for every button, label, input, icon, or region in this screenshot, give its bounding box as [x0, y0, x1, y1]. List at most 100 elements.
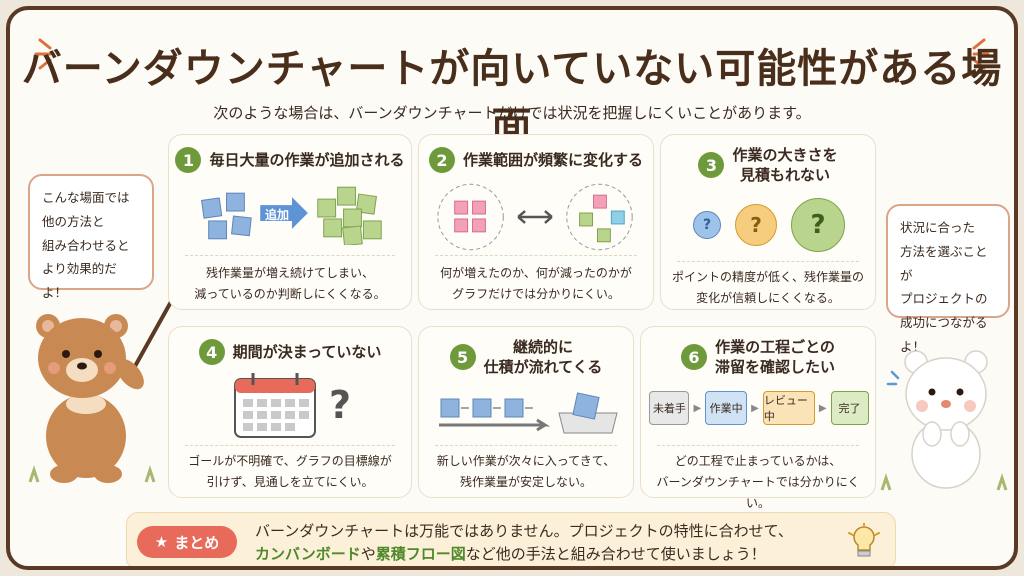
star-icon: ★ [154, 533, 169, 551]
card-title: 継続的に 仕積が流れてくる [484, 337, 603, 378]
card-header: 1 毎日大量の作業が追加される [169, 147, 411, 173]
card-title: 作業範囲が頻繁に変化する [462, 150, 643, 169]
card-number: 2 [428, 147, 455, 173]
summary-line-1: バーンダウンチャートは万能ではありません。プロジェクトの特性に合わせて、 [255, 522, 793, 540]
card-header: 4 期間が決まっていない [169, 339, 411, 365]
tasks-added-illustration [201, 186, 382, 245]
scope-change-illustration [437, 183, 633, 251]
speech-bubble-left: こんな場面では 他の方法と 組み合わせると より効果的だよ！ [28, 174, 154, 300]
desc-line: 新しい作業が次々に入ってきて、 [436, 454, 616, 468]
summary-connector: や [360, 545, 376, 564]
card-5: 5 継続的に 仕積が流れてくる 新しい作業が次々に入ってきて、 残作業量が安定し… [418, 326, 634, 498]
stage-not-started: 未着手 [649, 391, 690, 425]
card-header: 3 作業の大きさを 見積もれない [661, 145, 875, 186]
lightbulb-icon [848, 523, 880, 557]
title-line: 滞留を確認したい [714, 358, 835, 377]
bubble-left-line: 他の方法と [42, 213, 105, 229]
card-header: 5 継続的に 仕積が流れてくる [419, 337, 633, 378]
card-description: 何が増えたのか、何が減ったのかが グラフだけでは分かりにくい。 [425, 263, 647, 305]
desc-line: 何が増えたのか、何が減ったのかが [440, 266, 632, 280]
card-description: 残作業量が増え続けてしまい、 減っているのか判断しにくくなる。 [175, 263, 405, 305]
summary-tail: など他の手法と組み合わせて使いましょう！ [465, 545, 766, 564]
desc-line: バーンダウンチャートでは分かりにくい。 [656, 475, 860, 510]
card-1: 1 毎日大量の作業が追加される 追加 残作業量が増え続けてしまい、 減っているの… [168, 134, 412, 310]
poster-frame: バーンダウンチャートが向いていない可能性がある場面 次のような場合は、バーンダウ… [6, 6, 1018, 570]
sparkle-right-icon [972, 38, 990, 70]
stage-review: レビュー中 [762, 391, 815, 425]
summary-badge-label: まとめ [174, 533, 220, 552]
card-header: 6 作業の工程ごとの 滞留を確認したい [641, 337, 875, 378]
continuous-flow-illustration [439, 392, 618, 434]
card-number: 1 [175, 147, 202, 173]
card-number: 3 [698, 152, 725, 179]
card-3: 3 作業の大きさを 見積もれない ? ? ? ポイントの精度が低く、残作業量の … [660, 134, 876, 310]
stage-arrow-icon: ▶ [751, 402, 759, 414]
bubble-left-line: こんな場面では [42, 190, 130, 205]
card-divider [185, 255, 395, 256]
summary-line-2: カンバンボードや累積フロー図など他の手法と組み合わせて使いましょう！ [255, 543, 793, 566]
card-number: 4 [198, 339, 225, 365]
stage-done: 完了 [830, 391, 869, 425]
card-description: ポイントの精度が低く、残作業量の 変化が信頼しにくくなる。 [667, 267, 869, 309]
desc-line: 減っているのか判断しにくくなる。 [194, 287, 386, 301]
add-arrow-label: 追加 [265, 208, 290, 222]
card-divider [185, 445, 395, 446]
question-mark-medium-icon: ? [735, 204, 777, 246]
title-line: 作業の大きさを [732, 146, 838, 164]
card-title: 期間が決まっていない [232, 342, 382, 361]
desc-line: 引けず、見通しを立てにくい。 [206, 475, 374, 489]
calendar-icon [234, 373, 316, 438]
bubble-right-line: 成功につながるよ！ [900, 315, 988, 354]
card-title: 作業の工程ごとの 滞留を確認したい [715, 337, 835, 378]
title-line: 作業の工程ごとの [715, 338, 835, 356]
page-subtitle: 次のような場合は、バーンダウンチャートだけでは状況を把握しにくいことがあります。 [213, 104, 811, 122]
speech-bubble-right: 状況に合った 方法を選ぶことが プロジェクトの 成功につながるよ！ [886, 204, 1010, 354]
card-title: 毎日大量の作業が追加される [209, 150, 405, 169]
desc-line: 変化が信頼しにくくなる。 [696, 291, 840, 305]
card-divider [435, 255, 637, 256]
title-line: 継続的に [512, 338, 573, 356]
card-number: 5 [449, 344, 476, 371]
card-divider [657, 445, 859, 446]
question-mark-icon: ? [329, 383, 352, 427]
bubble-right-line: 状況に合った [900, 220, 976, 235]
summary-badge: ★ まとめ [137, 526, 237, 558]
brown-bear-illustration [28, 298, 174, 483]
kanban-board-highlight: カンバンボード [255, 545, 361, 564]
sparkle-left-icon [34, 38, 52, 70]
bubble-right-line: 方法を選ぶことが [900, 243, 988, 283]
card-2: 2 作業範囲が頻繁に変化する 何が増えたのか、何が減ったのかが グラフだけでは分… [418, 134, 654, 310]
card-description: ゴールが不明確で、グラフの目標線が 引けず、見通しを立てにくい。 [175, 451, 405, 493]
card-header: 2 作業範囲が頻繁に変化する [419, 147, 653, 173]
desc-line: ゴールが不明確で、グラフの目標線が [188, 454, 392, 468]
card-description: 新しい作業が次々に入ってきて、 残作業量が安定しない。 [425, 451, 627, 493]
stage-in-progress: 作業中 [705, 391, 748, 425]
uncertain-estimate-illustration: ? ? ? [661, 193, 877, 257]
title-line: 見積もれない [739, 166, 830, 185]
cumulative-flow-highlight: 累積フロー図 [375, 545, 466, 564]
card-divider [677, 261, 859, 262]
summary-box: ★ まとめ バーンダウンチャートは万能ではありません。プロジェクトの特性に合わせ… [126, 512, 896, 566]
card-description: どの工程で止まっているかは、 バーンダウンチャートでは分かりにくい。 [647, 451, 869, 514]
workflow-stages: 未着手 ▶ 作業中 ▶ レビュー中 ▶ 完了 [641, 391, 877, 425]
bubble-right-line: プロジェクトの [900, 291, 988, 307]
desc-line: グラフだけでは分かりにくい。 [452, 287, 620, 301]
desc-line: 残作業量が増え続けてしまい、 [205, 266, 374, 280]
question-mark-large-icon: ? [791, 198, 845, 252]
bubble-left-line: 組み合わせると [42, 237, 130, 253]
stage-arrow-icon: ▶ [693, 402, 702, 414]
card-divider [435, 445, 617, 446]
desc-line: どの工程で止まっているかは、 [674, 454, 842, 468]
question-mark-small-icon: ? [693, 211, 721, 239]
card-4: 4 期間が決まっていない ? ゴールが不明確で、グラフの目標線が 引けず、見通し… [168, 326, 412, 498]
title-line: 仕積が流れてくる [483, 358, 603, 377]
card-title: 作業の大きさを 見積もれない [732, 145, 837, 186]
stage-arrow-icon: ▶ [818, 402, 827, 414]
desc-line: ポイントの精度が低く、残作業量の [671, 270, 864, 284]
white-bear-illustration [880, 350, 1008, 491]
bubble-left-line: より効果的だよ！ [42, 261, 117, 300]
card-6: 6 作業の工程ごとの 滞留を確認したい 未着手 ▶ 作業中 ▶ レビュー中 ▶ … [640, 326, 877, 510]
desc-line: 残作業量が安定しない。 [459, 475, 592, 489]
summary-text: バーンダウンチャートは万能ではありません。プロジェクトの特性に合わせて、 カンバ… [255, 520, 793, 566]
card-number: 6 [680, 344, 707, 371]
